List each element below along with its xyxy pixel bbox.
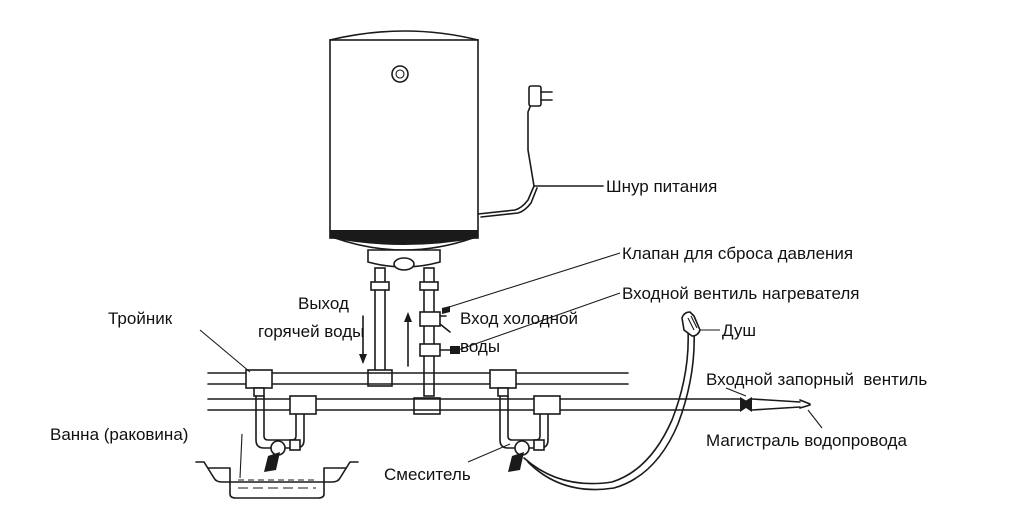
- heater-inlet-valve: [419, 343, 460, 357]
- bath-mixer: [255, 395, 305, 472]
- water-heater-tank: [329, 30, 479, 271]
- label-mixer: Смеситель: [384, 465, 471, 484]
- label-power-cord: Шнур питания: [606, 177, 717, 196]
- label-main-supply: Магистраль водопровода: [706, 431, 907, 450]
- label-hot-outlet-line2: горячей воды: [258, 322, 364, 341]
- label-shutoff-valve: Входной запорный вентиль: [706, 370, 927, 389]
- hot-water-main-pipe: [207, 372, 629, 385]
- main-supply-pipe-end: [799, 399, 811, 409]
- label-cold-inlet-line2: воды: [460, 337, 500, 356]
- label-hot-outlet-line1: Выход: [298, 294, 349, 313]
- leader-lines: [199, 252, 823, 479]
- cold-water-inlet-pipe: [413, 267, 460, 415]
- label-heater-inlet-valve: Входной вентиль нагревателя: [622, 284, 859, 303]
- inlet-shutoff-valve: [740, 397, 752, 412]
- cold-water-flow-arrow: [404, 312, 412, 367]
- label-shower: Душ: [722, 321, 756, 340]
- thermometer-gauge-icon: [391, 65, 409, 83]
- label-bath: Ванна (раковина): [50, 425, 188, 444]
- tee-fitting-left: [245, 369, 273, 397]
- hot-water-outlet-pipe: [367, 267, 393, 387]
- tee-fitting-cold-right: [533, 395, 561, 415]
- label-relief-valve: Клапан для сброса давления: [622, 244, 853, 263]
- shower-head-icon: [681, 311, 701, 337]
- power-cord: [477, 85, 604, 218]
- tee-fitting-cold-left: [289, 395, 317, 415]
- bath-basin: [195, 461, 359, 499]
- shower-hose: [523, 329, 695, 491]
- hot-water-flow-arrow: [359, 315, 367, 364]
- label-tee: Тройник: [108, 309, 173, 328]
- shower-mixer: [499, 395, 549, 472]
- plug-icon: [528, 85, 553, 107]
- pressure-relief-valve: [419, 306, 451, 333]
- tee-fitting-right: [489, 369, 517, 397]
- label-cold-inlet-line1: Вход холодной: [460, 309, 578, 328]
